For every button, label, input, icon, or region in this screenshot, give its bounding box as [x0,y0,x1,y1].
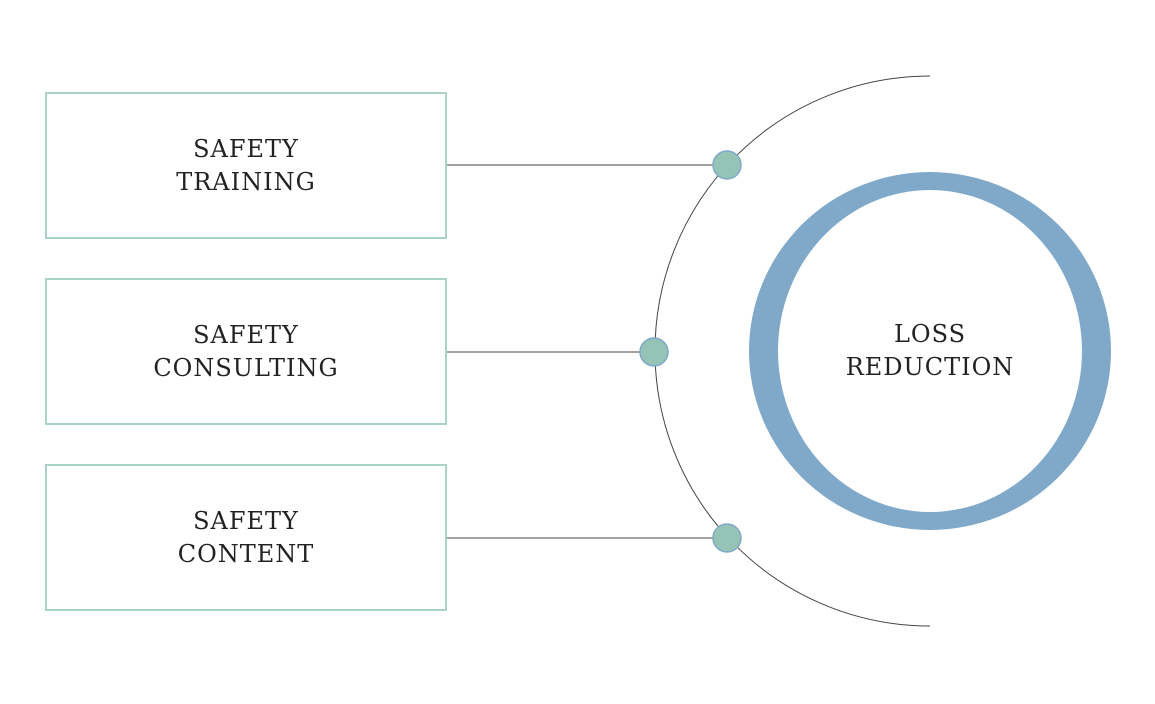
center-label-line-1: LOSS [893,320,967,348]
box-label-line-2: CONSULTING [153,353,339,382]
box-label-line-1: SAFETY [193,506,299,535]
box-label-line-1: SAFETY [193,320,299,349]
loss-reduction-label: LOSS REDUCTION [780,318,1080,384]
box-label-line-1: SAFETY [193,134,299,163]
box-label-line-2: CONTENT [177,539,315,568]
node-content [712,523,742,553]
safety-training-box: SAFETY TRAINING [45,92,447,239]
box-label-line-2: TRAINING [176,167,316,196]
safety-content-box: SAFETY CONTENT [45,464,447,611]
safety-consulting-box: SAFETY CONSULTING [45,278,447,425]
center-label-line-2: REDUCTION [845,353,1015,381]
node-consulting [639,337,669,367]
node-training [712,150,742,180]
